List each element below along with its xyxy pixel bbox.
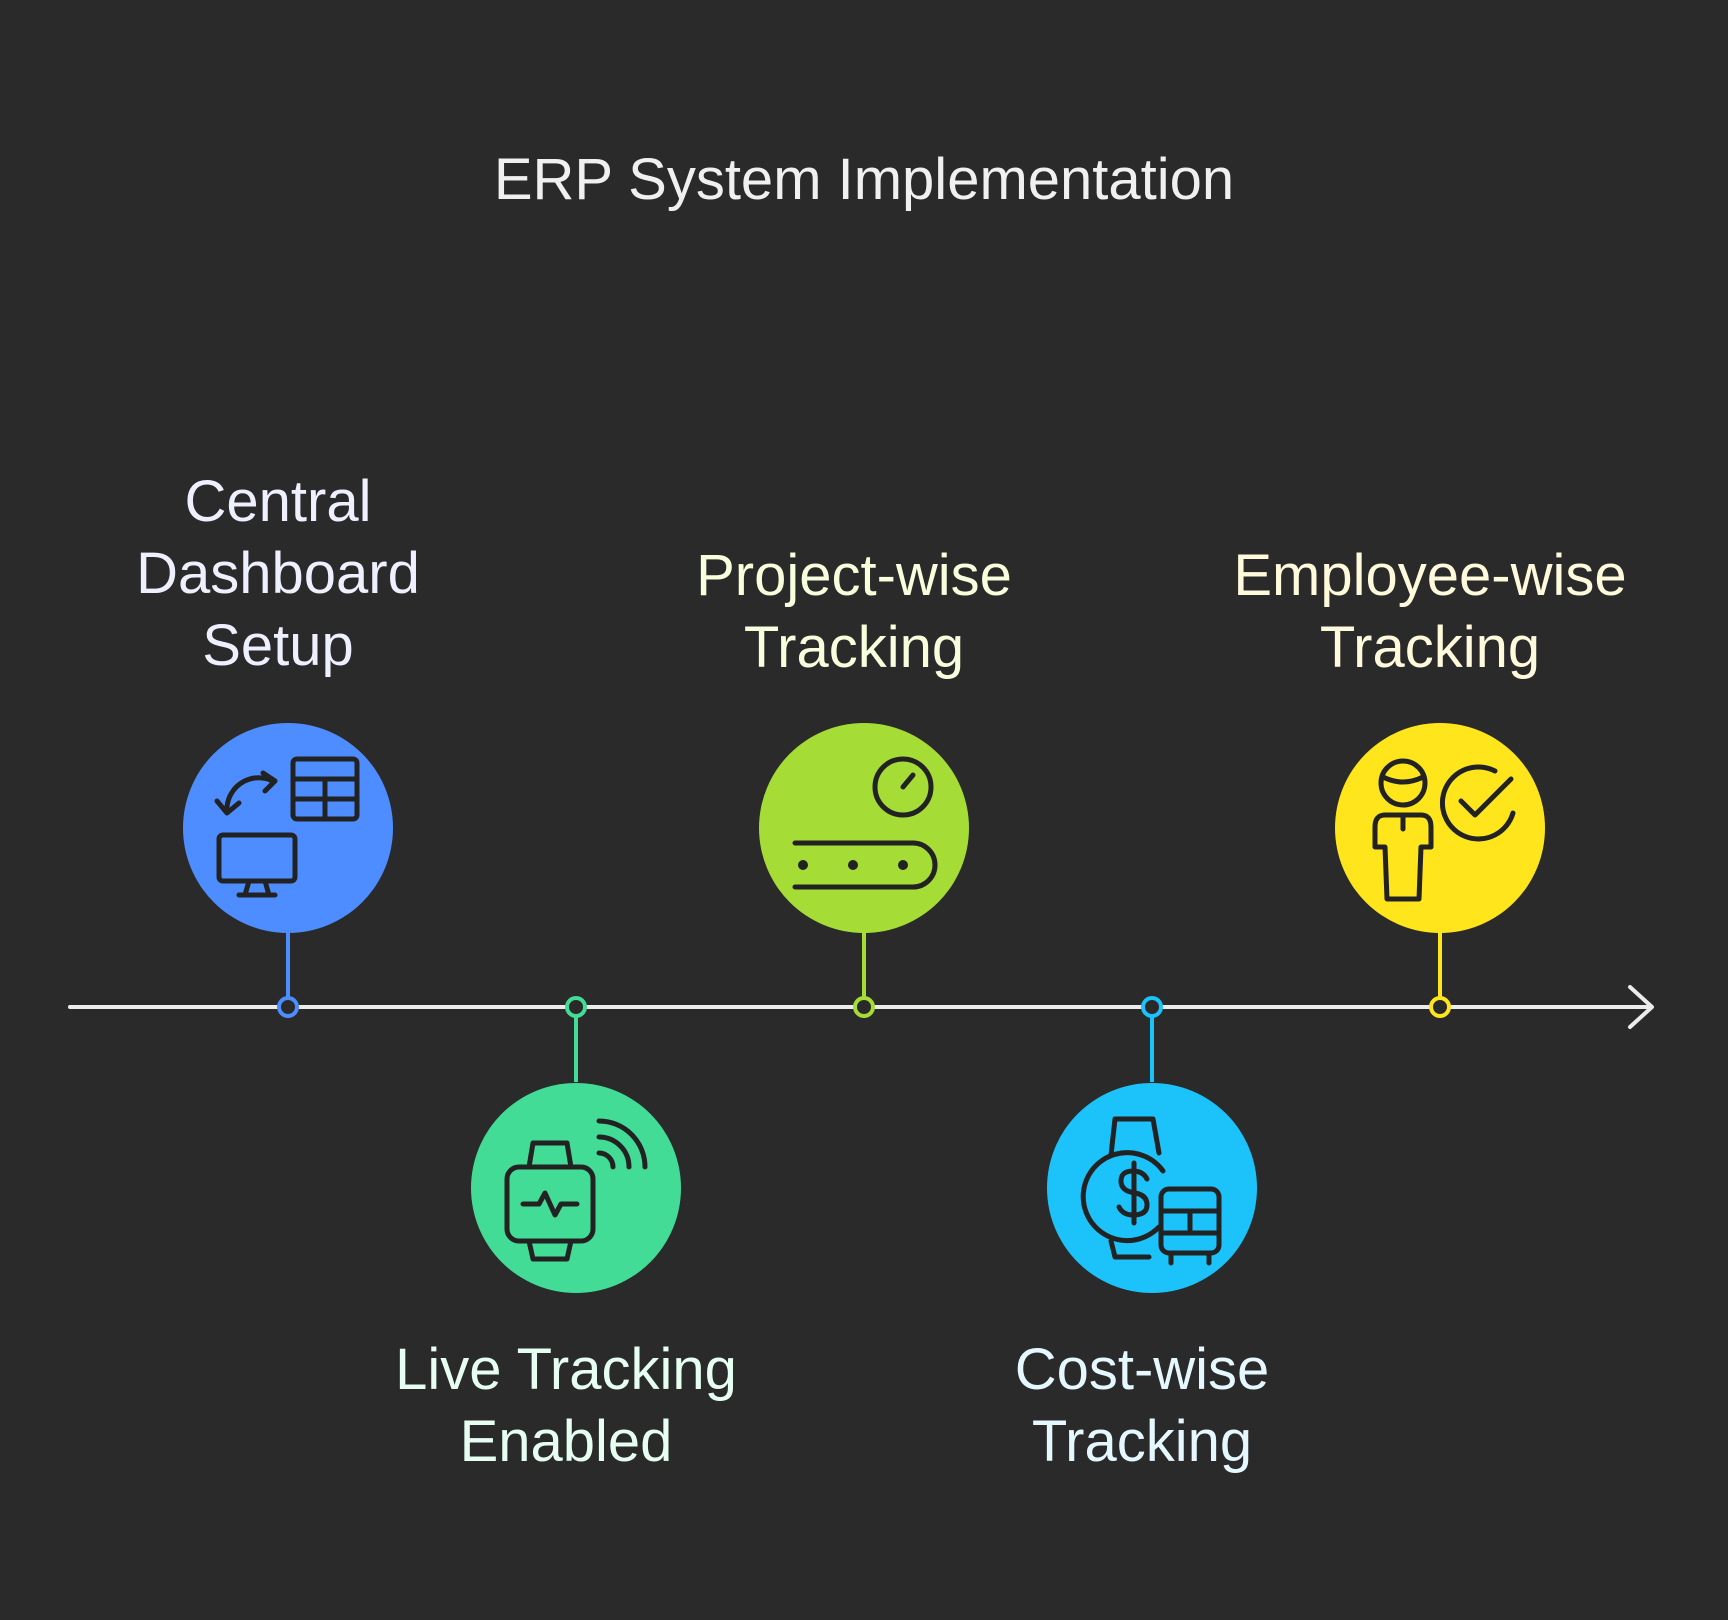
- step-4-label-line-2: Tracking: [1031, 1409, 1253, 1474]
- diagram-title: ERP System Implementation: [493, 147, 1235, 212]
- step-3-circle: [759, 723, 969, 933]
- cost-watch-bus-icon: [1080, 1116, 1222, 1266]
- step-2-label-line-1: Live Tracking: [395, 1337, 737, 1402]
- smartwatch-signal-icon: [504, 1118, 648, 1262]
- employee-check-icon: [1372, 758, 1516, 902]
- dashboard-setup-icon: [214, 756, 360, 898]
- step-5-label-line-1: Employee-wise: [1233, 543, 1627, 608]
- step-4-label-line-1: Cost-wise: [1014, 1337, 1270, 1402]
- step-2-label: Live Tracking Enabled: [306, 1334, 826, 1478]
- step-5-circle: [1335, 723, 1545, 933]
- step-1-label-line-1: Central: [184, 469, 372, 534]
- step-1-label: Central Dashboard Setup: [18, 466, 538, 682]
- step-4-label: Cost-wise Tracking: [882, 1334, 1402, 1478]
- marker-step-1: [277, 996, 299, 1018]
- step-5-label-line-2: Tracking: [1319, 615, 1541, 680]
- step-1-label-line-2: Dashboard: [136, 541, 420, 606]
- step-1-circle: [183, 723, 393, 933]
- step-5-label: Employee-wise Tracking: [1170, 540, 1690, 684]
- marker-step-4: [1141, 996, 1163, 1018]
- step-3-label-line-1: Project-wise: [696, 543, 1012, 608]
- step-3-label-line-2: Tracking: [743, 615, 965, 680]
- step-3-label: Project-wise Tracking: [594, 540, 1114, 684]
- step-2-label-line-2: Enabled: [459, 1409, 673, 1474]
- step-4-circle: [1047, 1083, 1257, 1293]
- marker-step-2: [565, 996, 587, 1018]
- marker-step-3: [853, 996, 875, 1018]
- step-2-circle: [471, 1083, 681, 1293]
- step-1-label-line-3: Setup: [202, 613, 354, 678]
- conveyor-gauge-icon: [792, 756, 938, 890]
- marker-step-5: [1429, 996, 1451, 1018]
- timeline-arrowhead: [1628, 985, 1654, 1029]
